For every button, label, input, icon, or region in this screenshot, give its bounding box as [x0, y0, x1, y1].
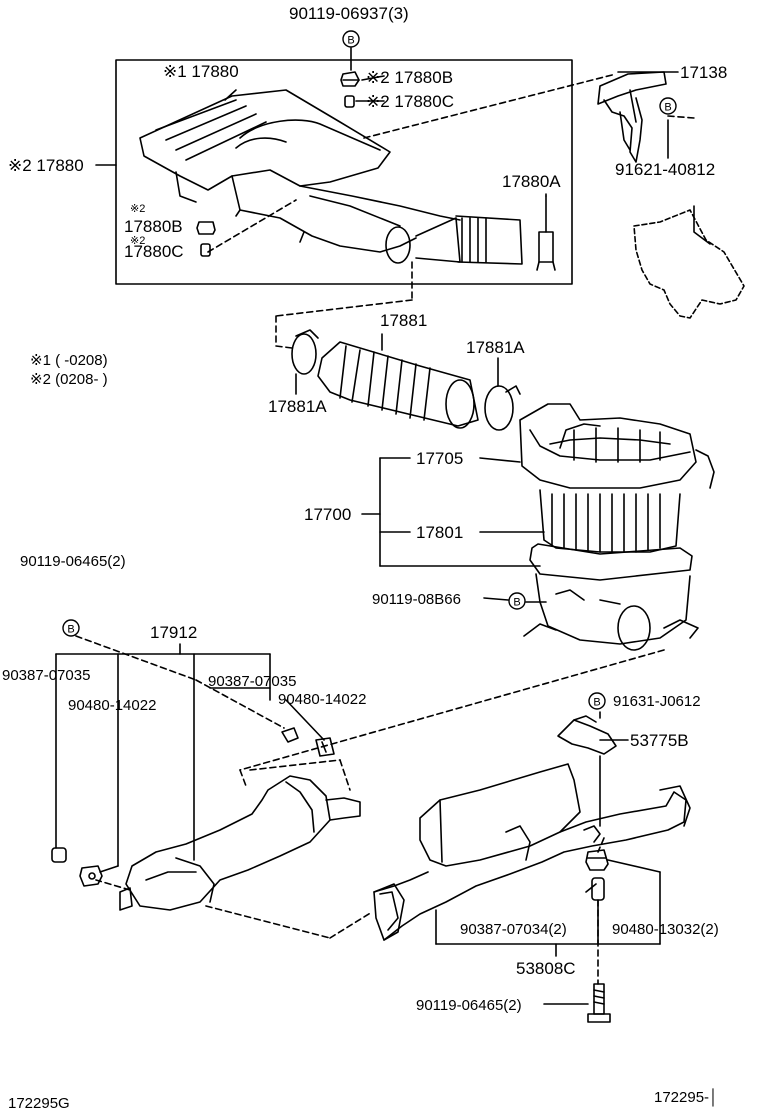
label-17801: 17801 — [416, 523, 463, 542]
duct-bracket-right — [633, 205, 745, 319]
label-90387-07035-left: 90387-07035 — [2, 667, 90, 684]
note-k2: ※2 (0208- ) — [30, 371, 108, 388]
label-17700: 17700 — [304, 505, 351, 524]
dashed-connections — [75, 73, 695, 985]
grommet-90480-left — [79, 865, 103, 887]
label-17705: 17705 — [416, 449, 463, 468]
air-intake-cover-box — [115, 59, 573, 285]
label-17138: 17138 — [680, 63, 727, 82]
label-53775b: 53775B — [630, 731, 689, 750]
collar-17880c — [344, 95, 355, 108]
bracket-17138 — [597, 71, 667, 163]
label-17880-k1: ※1 17880 — [163, 62, 239, 81]
label-53808c: 53808C — [516, 959, 576, 978]
grommet-17880b-left — [196, 221, 216, 235]
resonator-53808c — [373, 763, 691, 941]
bracket-53775b — [557, 715, 617, 755]
diagram-code-right: 172295-│ — [654, 1088, 718, 1107]
label-17881: 17881 — [380, 311, 427, 330]
b-marks: B B B B B — [62, 30, 677, 710]
label-90119-06465-left: 90119-06465(2) — [20, 553, 126, 570]
leader-lines — [55, 71, 679, 1005]
b-mark-bracket: B — [659, 97, 677, 115]
label-17912: 17912 — [150, 623, 197, 642]
b-mark-91631: B — [588, 692, 606, 710]
grommet-17880b — [340, 71, 360, 87]
svg-text:B: B — [67, 624, 74, 636]
svg-text:B: B — [593, 697, 600, 709]
label-91621-40812: 91621-40812 — [615, 160, 715, 179]
air-duct-17912 — [119, 775, 361, 911]
grommet-90480-right — [585, 849, 609, 871]
b-mark-cleaner: B — [508, 592, 526, 610]
b-mark-left: B — [62, 619, 80, 637]
label-90480-13032: 90480-13032(2) — [612, 921, 719, 938]
star-k2-a: ※2 — [130, 203, 145, 215]
svg-text:B: B — [513, 597, 520, 609]
label-90387-07035-mid: 90387-07035 — [208, 673, 296, 690]
label-17880b: 17880B — [124, 217, 183, 236]
label-90387-07034: 90387-07034(2) — [460, 921, 567, 938]
part-labels: 90119-06937(3) ※1 17880 ※2 17880B ※2 178… — [2, 4, 727, 1112]
label-91631-j0612: 91631-J0612 — [613, 693, 701, 710]
label-17880c-k2: ※2 17880C — [366, 92, 454, 111]
label-17880-k2: ※2 17880 — [8, 156, 84, 175]
note-k1: ※1 ( -0208) — [30, 352, 108, 369]
collar-90387-mid — [281, 727, 299, 743]
collar-90387-right — [591, 877, 605, 901]
collar-17880c-left — [200, 243, 211, 257]
bolt-90119-06465 — [587, 983, 611, 1023]
b-mark-top: B — [342, 30, 360, 48]
grommet-90480-mid — [315, 737, 335, 757]
label-90480-14022-mid: 90480-14022 — [278, 691, 366, 708]
svg-text:B: B — [347, 35, 354, 47]
sensor-17880a — [536, 195, 556, 271]
label-90119-06465-bottom: 90119-06465(2) — [416, 997, 522, 1014]
label-90480-14022-left: 90480-14022 — [68, 697, 156, 714]
label-17881a-right: 17881A — [466, 338, 525, 357]
label-17880b-k2: ※2 17880B — [366, 68, 453, 87]
label-90119-08b66: 90119-08B66 — [372, 591, 461, 608]
collar-90387-left — [51, 847, 67, 863]
star-k2-b: ※2 — [130, 235, 145, 247]
label-17880c: 17880C — [124, 242, 184, 261]
diagram-code-left: 172295G — [8, 1095, 70, 1112]
air-intake-cover — [139, 89, 523, 265]
label-90119-06937: 90119-06937(3) — [289, 4, 409, 23]
label-17881a-left: 17881A — [268, 397, 327, 416]
hose-17881 — [291, 329, 521, 431]
air-cleaner-assembly — [519, 403, 715, 651]
svg-text:B: B — [664, 102, 671, 114]
label-17880a: 17880A — [502, 172, 561, 191]
